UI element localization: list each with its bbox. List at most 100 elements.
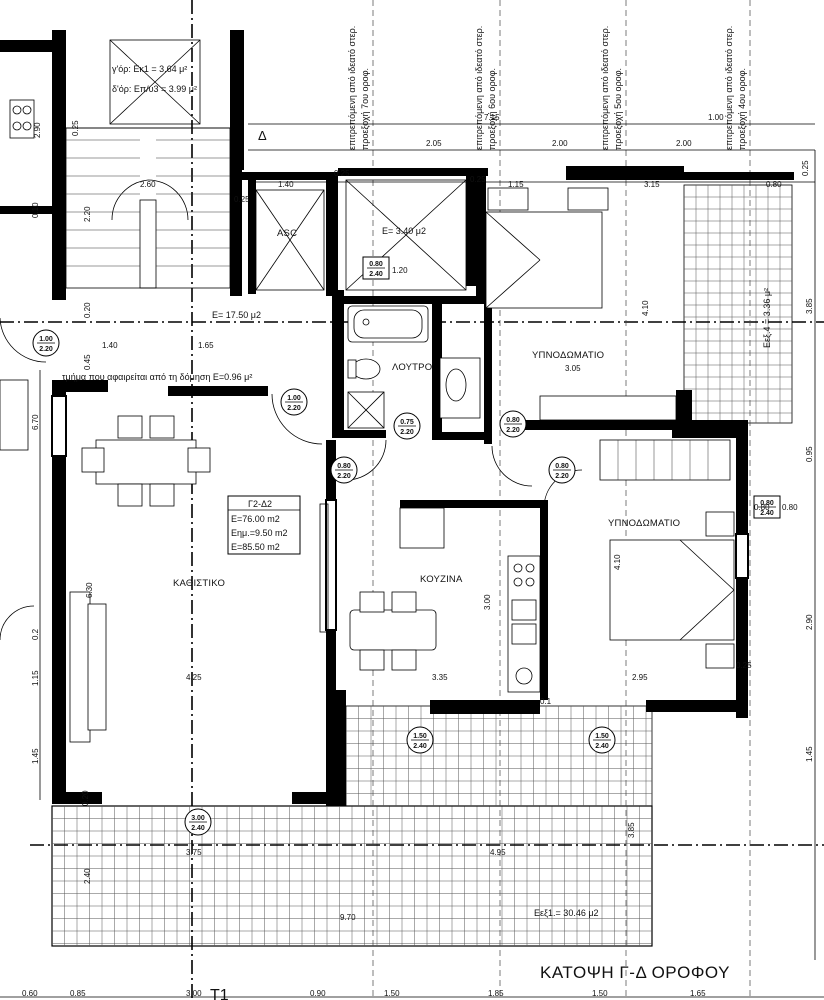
door-height: 2.20 <box>506 427 520 434</box>
side-balcony-tiles <box>683 184 793 424</box>
stair-notes: γ'όρ: Εκ1 = 3.64 μ² δ'όρ: Επ/υ3 = 3.99 μ… <box>112 64 197 94</box>
door-width: 1.00 <box>39 336 53 343</box>
door-width: 0.80 <box>369 261 383 268</box>
dim-l-2: 1.15 <box>31 670 40 686</box>
door-width: 0.80 <box>555 463 569 470</box>
room-bedroom2: ΥΠΝΟΔΩΜΑΤΙΟ <box>608 518 680 529</box>
dim-t-3: 2.40 <box>83 868 92 884</box>
dim-h-3: 0.45 <box>83 354 92 370</box>
top-notes: επιτρεπόμενη από ιδεατό στερ. προεξοχή 7… <box>347 26 747 150</box>
dim-top-2: 2.00 <box>552 139 568 148</box>
dim-r-2: 2.90 <box>805 614 814 630</box>
dim-b-0: 0.60 <box>22 989 38 998</box>
door-width: 1.50 <box>413 733 427 740</box>
dim-i-2: 3.00 <box>483 594 492 610</box>
terrace-tiles <box>51 805 653 947</box>
dim-l-4: 0.2 <box>31 628 40 640</box>
door-height: 2.20 <box>555 473 569 480</box>
dim-r2-2: 0.25 <box>470 175 486 184</box>
dim-st-4: 0.10 <box>31 202 40 218</box>
door-tag: 0.802.20 <box>499 410 527 438</box>
door-tag: 1.00 2.20 <box>280 388 308 416</box>
door-height: 2.20 <box>287 405 301 412</box>
room-bath: ΛΟΥΤΡΟ <box>392 362 432 373</box>
stair-note-1: γ'όρ: Εκ1 = 3.64 μ² <box>112 64 187 74</box>
dimension-texts: 7.15 2.05 2.00 2.00 1.00 1.40 0.25 0.25 … <box>22 113 814 998</box>
door-height: 2.20 <box>337 473 351 480</box>
room-labels: ΚΑΘΙΣΤΙΚΟ ΚΟΥΖΙΝΑ ΛΟΥΤΡΟ ΥΠΝΟΔΩΜΑΤΙΟ 3.0… <box>173 228 680 589</box>
door-tag: 0.752.20 <box>393 412 421 440</box>
dim-b-5: 1.85 <box>488 989 504 998</box>
kitchen-fixtures <box>319 503 541 693</box>
t1-mark: Τ1 <box>210 987 229 1000</box>
dim-t-0: 3.75 <box>186 848 202 857</box>
door-width: 3.00 <box>191 815 205 822</box>
dim-b-2: 3.00 <box>186 989 202 998</box>
stair-note-2: δ'όρ: Επ/υ3 = 3.99 μ² <box>112 84 197 94</box>
room-bedroom1: ΥΠΝΟΔΩΜΑΤΙΟ <box>532 350 604 361</box>
terrace-tiles-upper <box>345 705 653 807</box>
dim-h-2: 0.20 <box>83 302 92 318</box>
door-tag: 0.80 2.20 <box>548 456 576 484</box>
dim-t-4: 0.20 <box>81 790 90 806</box>
dim-i-3: 0.25 <box>736 661 752 670</box>
door-height: 2.40 <box>595 743 609 750</box>
dim-st-0: 2.60 <box>140 180 156 189</box>
unit-info-box: Γ2-Δ2 Ε=76.00 m2 Εημ.=9.50 m2 Ε=85.50 m2 <box>227 495 301 555</box>
door-tag: 0.802.40 <box>753 495 781 519</box>
dim-i-1: 4.10 <box>613 554 622 570</box>
unit-e: Ε=76.00 m2 <box>231 514 280 524</box>
door-width: 1.50 <box>595 733 609 740</box>
door-tag: 0.802.40 <box>362 256 390 280</box>
dim-h-0: 1.40 <box>102 341 118 350</box>
dim-st-2: 0.25 <box>71 120 80 136</box>
bedroom1-dim: 3.05 <box>565 364 581 373</box>
note-5th-b: προεξοχή 5ου οροφ. <box>613 68 623 150</box>
door-tags: 0.802.401.002.201.002.200.752.200.802.20… <box>32 256 781 836</box>
dim-i-0: 4.10 <box>641 300 650 316</box>
dim-r-5: 0.80 <box>754 503 770 512</box>
area-labels: Ε= 3.40 μ2 Ε= 17.50 μ2 τμήμα που αφαιρεί… <box>62 128 772 1000</box>
dim-r-1: 0.95 <box>805 446 814 462</box>
dim-b-3: 0.90 <box>310 989 326 998</box>
door-width: 0.80 <box>760 500 774 507</box>
dim-top-3: 2.00 <box>676 139 692 148</box>
area-deducted: τμήμα που αφαιρείται από τη δόμηση Ε=0.9… <box>62 372 252 382</box>
dim-b-1: 0.85 <box>70 989 86 998</box>
dim-l-1: 6.30 <box>85 582 94 598</box>
staircase <box>65 39 231 289</box>
living-furniture <box>0 379 211 743</box>
dim-b-4: 1.50 <box>384 989 400 998</box>
area-hall: Ε= 17.50 μ2 <box>212 310 261 320</box>
dim-t-1: 4.95 <box>490 848 506 857</box>
dim-st-1: 2.20 <box>83 206 92 222</box>
elevator-shaft <box>255 179 467 291</box>
dim-r-4: 3.85 <box>627 822 636 838</box>
room-kitchen: ΚΟΥΖΙΝΑ <box>420 574 463 585</box>
area-balcony-side: Εεξ.4 = 3.36 μ² <box>762 288 772 348</box>
area-shaft: Ε= 3.40 μ2 <box>382 226 426 236</box>
door-width: 1.00 <box>287 395 301 402</box>
door-height: 2.20 <box>39 346 53 353</box>
door-tag: 0.802.20 <box>330 456 358 484</box>
door-side-label-1: 1.20 <box>392 266 408 275</box>
unit-eim: Εημ.=9.50 m2 <box>231 528 287 538</box>
note-5th-a: επιτρεπόμενη από ιδεατό στερ. <box>600 26 610 150</box>
door-side-labels: 1.20 0.80 <box>392 266 798 512</box>
plan-title: ΚΑΤΟΨΗ Γ-Δ ΟΡΟΦΟΥ <box>540 963 730 982</box>
unit-name: Γ2-Δ2 <box>248 499 272 509</box>
door-tag: 3.002.40 <box>184 808 212 836</box>
dim-h-1: 1.65 <box>198 341 214 350</box>
dim-b-6: 1.50 <box>592 989 608 998</box>
dim-m-2: 2.95 <box>632 673 648 682</box>
top-dimension-lines <box>0 123 824 998</box>
note-4th-b: προεξοχή 4ου οροφ. <box>737 68 747 150</box>
dim-r2-5: 0.80 <box>766 180 782 189</box>
door-tag: 1.00 2.20 <box>32 329 60 357</box>
door-tag: 1.50 2.40 <box>588 726 616 754</box>
delta-mark: Δ <box>258 128 267 143</box>
dim-l-0: 6.70 <box>31 414 40 430</box>
walls <box>51 30 794 806</box>
dim-st-5: 2.90 <box>33 122 42 138</box>
